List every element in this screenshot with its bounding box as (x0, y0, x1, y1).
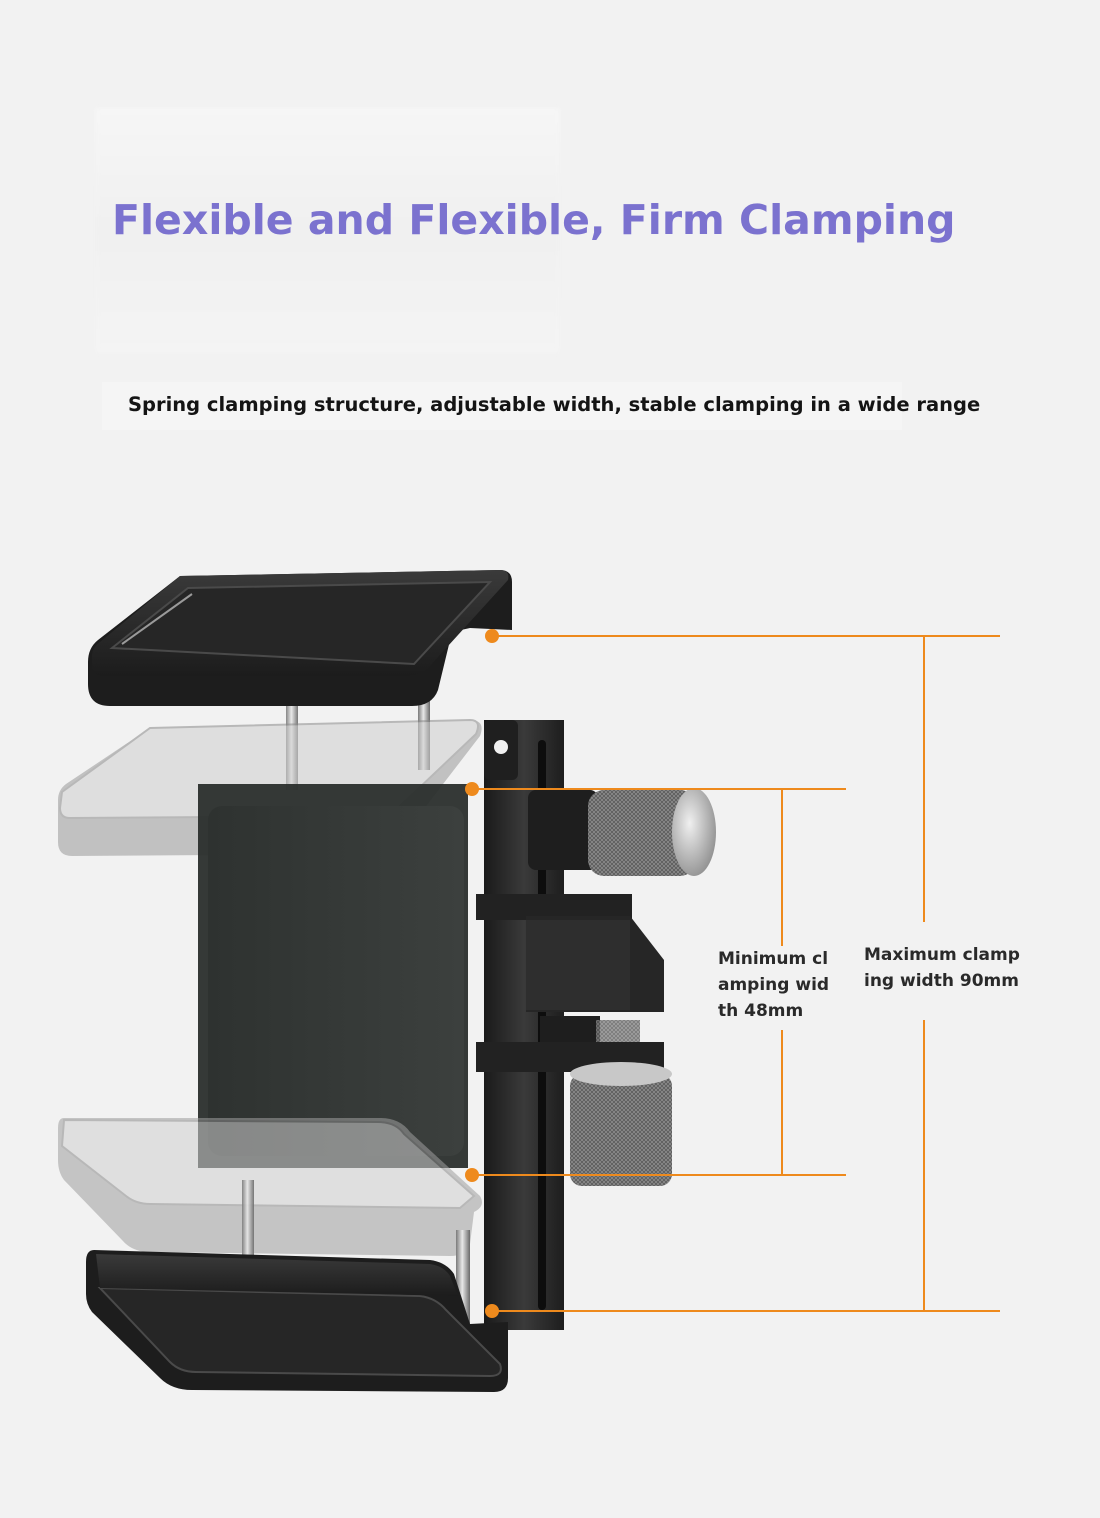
upper-mount-block (476, 790, 664, 1012)
bottom-knob (570, 1062, 672, 1186)
bottom-clamp-arm (86, 1250, 508, 1392)
max-width-line-2: ing width 90mm (864, 971, 1019, 991)
top-knob (588, 788, 716, 876)
bottom-ghost-arm (58, 1118, 482, 1256)
min-width-line-1: Minimum cl (718, 949, 829, 969)
bottom-guide-rods (242, 1180, 470, 1326)
clamp-back-plate (198, 784, 468, 1168)
min-width-line-3: th 48mm (718, 1001, 804, 1021)
max-width-dimension (492, 635, 1000, 1312)
min-width-line-2: amping wid (718, 975, 830, 995)
min-width-dimension (472, 788, 846, 1176)
max-width-label: Maximum clamp ing width 90mm (862, 942, 1042, 994)
mount-hole-icon (494, 740, 508, 754)
title-background (95, 108, 560, 353)
page-subtitle: Spring clamping structure, adjustable wi… (128, 393, 981, 416)
min-width-label: Minimum cl amping wid th 48mm (716, 946, 854, 1024)
page-title: Flexible and Flexible, Firm Clamping (112, 196, 956, 244)
top-clamp-arm (88, 570, 512, 706)
max-width-line-1: Maximum clamp (864, 945, 1020, 965)
dimension-endpoints (465, 629, 499, 1318)
subtitle-background (102, 382, 902, 430)
